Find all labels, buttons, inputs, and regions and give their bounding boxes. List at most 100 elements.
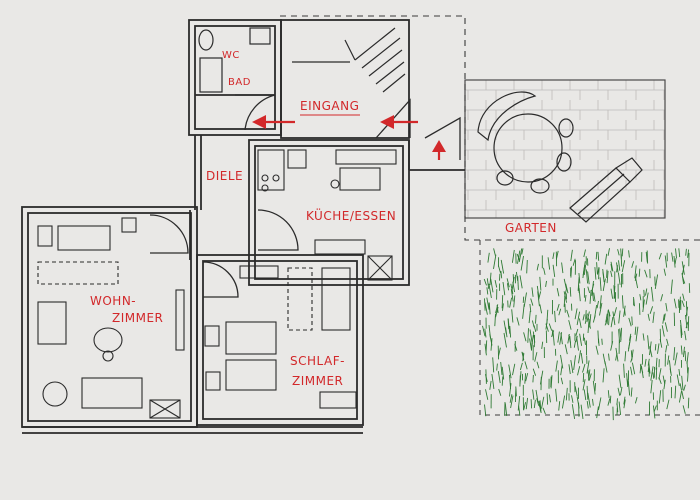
grass-stroke <box>584 294 587 302</box>
grass-stroke <box>552 252 555 259</box>
grass-stroke <box>491 373 495 389</box>
grass-stroke <box>552 264 556 277</box>
grass-stroke <box>584 313 588 324</box>
grass-stroke <box>550 375 553 389</box>
grass-stroke <box>577 277 580 291</box>
grass-stroke <box>573 355 576 370</box>
grass-stroke <box>653 405 657 413</box>
sun-lounger-icon <box>569 157 643 223</box>
garden-boundary-dashed <box>479 240 700 416</box>
grass-stroke <box>593 292 596 302</box>
grass-stroke <box>662 375 666 385</box>
grass-stroke <box>522 296 525 303</box>
label-bad: BAD <box>228 77 251 88</box>
grass-stroke <box>496 363 498 371</box>
grass-stroke <box>486 287 489 295</box>
grass-stroke <box>521 248 524 255</box>
grass-stroke <box>493 248 496 256</box>
grass-stroke <box>574 308 578 320</box>
grass-stroke <box>647 335 650 350</box>
grass-stroke <box>585 310 587 320</box>
grass-stroke <box>532 389 535 400</box>
grass-stroke <box>682 293 685 301</box>
grass-stroke <box>610 263 613 271</box>
grass-stroke <box>686 361 689 374</box>
grass-stroke <box>618 310 621 324</box>
grass-stroke <box>501 295 504 309</box>
grass-stroke <box>498 388 502 396</box>
grass-stroke <box>543 267 546 275</box>
grass-stroke <box>610 341 614 351</box>
grass-stroke <box>654 344 657 351</box>
grass-stroke <box>591 290 594 302</box>
grass-stroke <box>516 317 520 326</box>
grass-stroke <box>484 374 488 383</box>
grass-stroke <box>519 371 522 385</box>
grass-stroke <box>489 380 492 390</box>
grass-stroke <box>576 311 581 326</box>
grass-stroke <box>602 368 605 383</box>
grass-stroke <box>595 251 598 260</box>
grass-stroke <box>681 272 685 285</box>
grass-stroke <box>568 320 572 330</box>
grass-stroke <box>494 280 498 288</box>
table-icon <box>477 91 574 194</box>
grass-stroke <box>526 259 528 274</box>
grass-stroke <box>617 272 621 285</box>
grass-stroke <box>649 341 652 356</box>
grass-stroke <box>548 323 553 331</box>
grass-stroke <box>494 313 496 327</box>
grass-stroke <box>615 347 619 362</box>
label-diele: DIELE <box>206 169 243 183</box>
grass-stroke <box>610 270 613 278</box>
grass-stroke <box>563 291 568 303</box>
grass-stroke <box>574 386 578 397</box>
grass-stroke <box>509 297 513 308</box>
grass-stroke <box>596 406 599 419</box>
grass-stroke <box>679 383 683 391</box>
grass-stroke <box>628 335 632 349</box>
grass-stroke <box>559 332 563 345</box>
grass-stroke <box>631 316 633 326</box>
grass-stroke <box>556 303 560 311</box>
grass-stroke <box>576 396 580 409</box>
grass-stroke <box>575 328 579 336</box>
grass-stroke <box>610 316 614 328</box>
grass-stroke <box>484 343 487 356</box>
grass-stroke <box>644 269 648 278</box>
grass-stroke <box>597 330 600 344</box>
grass-stroke <box>607 248 610 256</box>
grass-stroke <box>602 268 605 279</box>
grass-stroke <box>488 283 492 298</box>
grass-stroke <box>583 264 587 275</box>
grass-stroke <box>500 361 503 375</box>
grass-stroke <box>670 279 673 295</box>
grass-stroke <box>558 401 561 411</box>
entrance-arrow-icon <box>252 115 446 160</box>
grass-stroke <box>539 304 543 314</box>
grass-stroke <box>619 328 622 341</box>
grass-stroke <box>547 257 551 270</box>
grass-stroke <box>483 278 487 286</box>
grass-stroke <box>498 347 501 357</box>
grass-stroke <box>624 351 627 362</box>
grass-stroke <box>687 249 690 258</box>
grass-stroke <box>650 380 653 394</box>
grass-stroke <box>652 405 656 419</box>
grass-stroke <box>634 326 637 335</box>
grass-stroke <box>678 248 681 258</box>
grass-stroke <box>634 396 638 404</box>
kitchen-furniture <box>257 149 397 281</box>
grass-stroke <box>538 291 542 300</box>
grass-stroke <box>534 352 538 362</box>
grass-stroke <box>628 250 630 258</box>
grass-stroke <box>532 368 537 376</box>
grass-stroke <box>501 376 504 386</box>
grass-stroke <box>592 398 594 406</box>
grass-stroke <box>539 400 542 414</box>
grass-stroke <box>486 297 490 310</box>
grass-stroke <box>639 294 642 301</box>
grass-stroke <box>536 263 539 271</box>
grass-stroke <box>660 294 664 302</box>
